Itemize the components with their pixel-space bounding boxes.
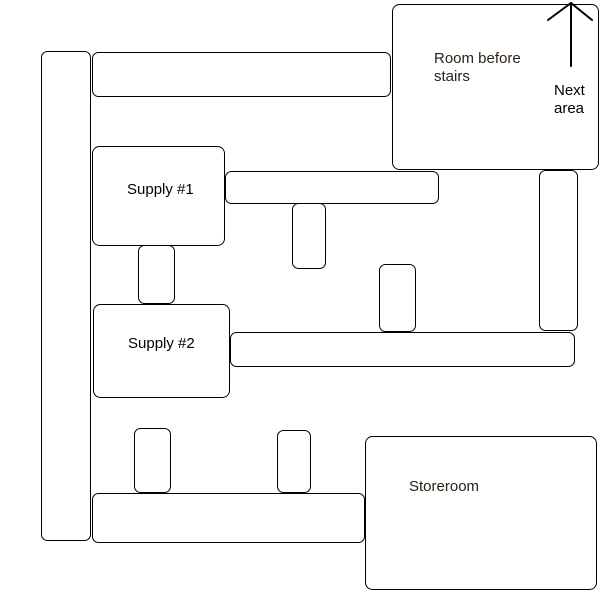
corridor-top-horizontal — [92, 52, 391, 97]
corridor-right-vertical — [539, 170, 578, 331]
connector-small-4 — [277, 430, 311, 493]
room-supply-2 — [93, 304, 230, 398]
connector-small-3 — [134, 428, 171, 493]
supply-2-label: Supply #2 — [128, 335, 195, 352]
connector-small-1 — [292, 203, 326, 269]
corridor-bottom-horizontal — [92, 493, 365, 543]
next-area-label-line2: area — [554, 100, 585, 117]
room-before-stairs-label-line2: stairs — [434, 68, 470, 85]
corridor-left-vertical — [41, 51, 91, 541]
supply-1-label: Supply #1 — [127, 181, 194, 198]
room-before-stairs-label-line1: Room before — [434, 50, 521, 67]
corridor-middle-lower — [230, 332, 575, 367]
room-storeroom — [365, 436, 597, 590]
storeroom-label: Storeroom — [409, 478, 479, 495]
next-area-label-line1: Next — [554, 82, 586, 99]
room-before-stairs — [392, 4, 599, 170]
connector-supply-link — [138, 245, 175, 304]
connector-small-2 — [379, 264, 416, 332]
corridor-middle-upper — [225, 171, 439, 204]
arrow-up-icon — [547, 2, 593, 67]
